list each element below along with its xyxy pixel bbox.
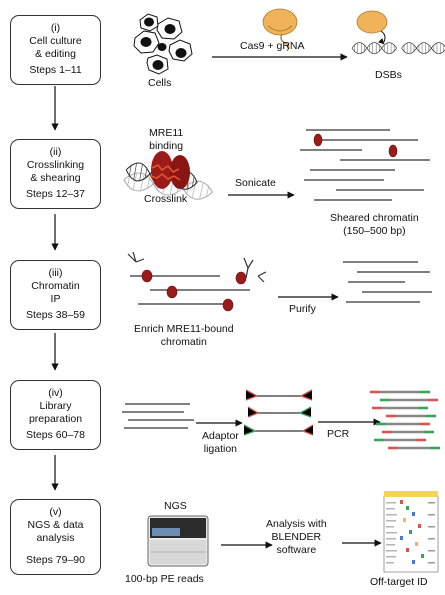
label-sheared-chromatin: Sheared chromatin (150–500 bp): [330, 212, 419, 238]
stage-title: preparation: [28, 413, 83, 425]
label-mre11-binding: MRE11 binding: [149, 127, 183, 153]
label-crosslink: Crosslink: [144, 193, 188, 205]
antibody-icons: [127, 251, 267, 283]
label-line: (150–500 bp): [343, 225, 406, 237]
stage-steps: Steps 38–59: [26, 309, 85, 321]
stage-title: & shearing: [30, 172, 81, 184]
label-sonicate: Sonicate: [235, 177, 276, 189]
off-target-table-thumbnail: [383, 491, 439, 573]
purified-chromatin: [343, 261, 432, 303]
label-ngs: NGS: [164, 500, 187, 512]
label-line: binding: [149, 140, 184, 152]
label-pcr: PCR: [327, 428, 350, 440]
label-purify: Purify: [289, 303, 316, 315]
label-line: BLENDER: [271, 531, 322, 543]
label-line: MRE11: [149, 127, 184, 139]
stage-box-1: (i) Cell culture & editing Steps 1–11: [10, 15, 101, 85]
label-off-target-id: Off-target ID: [370, 576, 428, 588]
mre11-beads-ip: [141, 269, 247, 312]
stage-number: (ii): [49, 146, 62, 158]
label-line: ligation: [203, 443, 238, 455]
dsb-dna-icon: [351, 42, 445, 55]
cells-illustration: [133, 13, 193, 75]
label-analysis: Analysis with BLENDER software: [266, 518, 327, 557]
label-line: chromatin: [160, 336, 207, 348]
pcr-amplified-library: [370, 390, 440, 450]
label-line: Adaptor: [202, 430, 239, 442]
stage-box-5: (v) NGS & data analysis Steps 79–90: [10, 499, 101, 575]
sequencer-icon: [147, 515, 209, 567]
stage-title: Library: [39, 400, 72, 412]
stage-number: (v): [49, 506, 62, 518]
crosslink-illustration: [121, 151, 216, 202]
cas9-on-dna-icon: [356, 10, 388, 45]
stage-number: (iii): [48, 267, 63, 279]
stage-number: (i): [50, 22, 61, 34]
label-cells: Cells: [148, 77, 172, 89]
stage-title: Cell culture: [29, 35, 82, 47]
sheared-chromatin-fragments: [300, 129, 430, 201]
stage-number: (iv): [48, 387, 63, 399]
stage-box-2: (ii) Crosslinking & shearing Steps 12–37: [10, 139, 101, 209]
cas9-protein-icon: [262, 8, 298, 52]
label-adaptor-ligation: Adaptor ligation: [202, 430, 239, 456]
label-line: Sheared chromatin: [330, 212, 419, 224]
label-line: software: [276, 544, 317, 556]
label-line: Enrich MRE11-bound: [134, 323, 234, 335]
stage-box-4: (iv) Library preparation Steps 60–78: [10, 380, 101, 450]
library-input-fragments: [122, 403, 194, 429]
label-cas9-grna: Cas9 + gRNA: [240, 40, 305, 52]
stage-title: NGS & data: [27, 519, 84, 531]
stage-title: IP: [50, 293, 61, 305]
stage-box-3: (iii) Chromatin IP Steps 38–59: [10, 260, 101, 330]
stage-steps: Steps 1–11: [29, 64, 82, 76]
stage-steps: Steps 12–37: [26, 188, 85, 200]
label-enrich: Enrich MRE11-bound chromatin: [134, 323, 234, 349]
label-pe-reads: 100-bp PE reads: [125, 573, 204, 585]
stage-title: Chromatin: [31, 280, 80, 292]
label-dsbs: DSBs: [375, 69, 402, 81]
stage-title: Crosslinking: [26, 159, 85, 171]
stage-steps: Steps 60–78: [26, 429, 85, 441]
stage-title: analysis: [36, 532, 75, 544]
adapter-ligated-fragments: [243, 389, 314, 436]
stage-steps: Steps 79–90: [26, 554, 85, 566]
label-line: Analysis with: [266, 518, 327, 530]
stage-title: & editing: [35, 48, 76, 60]
mre11-beads-sheared: [313, 133, 398, 158]
